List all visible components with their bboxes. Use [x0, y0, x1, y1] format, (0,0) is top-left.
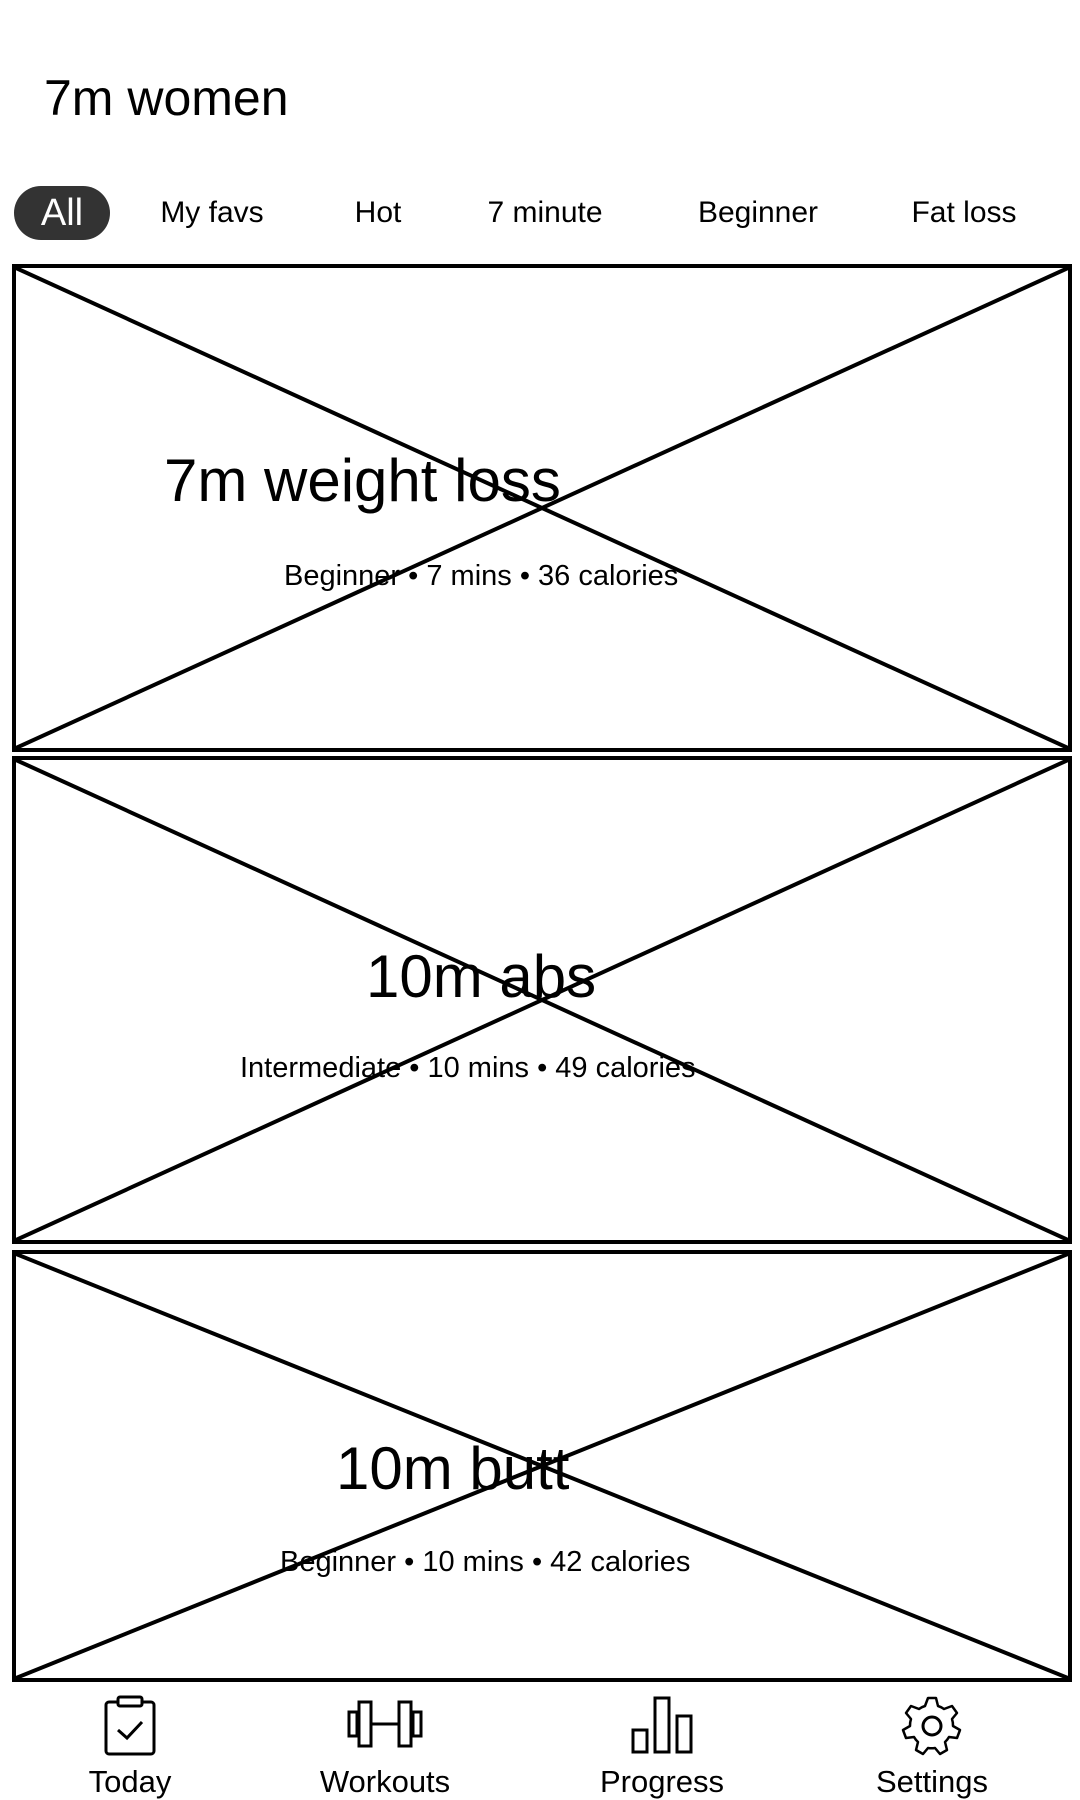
workout-title: 10m butt	[336, 1435, 570, 1502]
nav-item-progress[interactable]: Progress	[562, 1684, 762, 1800]
nav-item-workouts[interactable]: Workouts	[285, 1684, 485, 1800]
nav-item-settings[interactable]: Settings	[832, 1684, 1032, 1800]
image-placeholder	[16, 760, 1068, 1240]
nav-item-today[interactable]: Today	[30, 1684, 230, 1800]
workout-card[interactable]: 7m weight loss Beginner • 7 mins • 36 ca…	[12, 264, 1072, 752]
tab-hot[interactable]: Hot	[354, 196, 402, 229]
image-placeholder	[16, 1254, 1068, 1678]
tab-all[interactable]: All	[14, 186, 110, 240]
nav-label: Workouts	[319, 1764, 451, 1799]
image-placeholder	[16, 268, 1068, 748]
workout-title: 7m weight loss	[164, 447, 561, 514]
nav-label: Today	[88, 1764, 172, 1799]
page-title: 7m women	[44, 70, 289, 126]
nav-label: Progress	[599, 1764, 725, 1799]
bar-chart-icon	[631, 1696, 693, 1754]
workout-meta: Beginner • 10 mins • 42 calories	[280, 1546, 691, 1578]
dumbbell-icon	[347, 1700, 423, 1748]
workout-meta: Intermediate • 10 mins • 49 calories	[240, 1052, 696, 1084]
tab-7-minute[interactable]: 7 minute	[487, 196, 603, 229]
tab-fat-loss[interactable]: Fat loss	[911, 196, 1017, 229]
tab-beginner[interactable]: Beginner	[697, 196, 819, 229]
workout-card[interactable]: 10m butt Beginner • 10 mins • 42 calorie…	[12, 1250, 1072, 1682]
workout-meta: Beginner • 7 mins • 36 calories	[284, 560, 679, 592]
tab-my-favs[interactable]: My favs	[160, 196, 264, 229]
bottom-nav: Today Workouts Progress	[0, 1684, 1080, 1800]
gear-icon	[901, 1696, 962, 1756]
workout-title: 10m abs	[366, 943, 597, 1010]
nav-label: Settings	[875, 1764, 988, 1799]
workout-card[interactable]: 10m abs Intermediate • 10 mins • 49 calo…	[12, 756, 1072, 1244]
clipboard-check-icon	[104, 1695, 156, 1756]
